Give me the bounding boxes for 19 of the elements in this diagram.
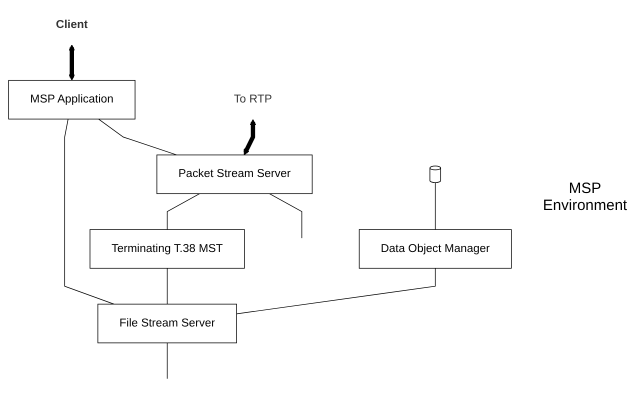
node-text: Client [56,18,88,31]
connector [166,342,168,380]
arrow [243,119,256,156]
node-box: Terminating T.38 MST [90,229,245,269]
connector [98,118,178,156]
connector [269,193,302,238]
environment-label: MSP Environment [542,180,628,214]
connector [434,182,436,230]
connector [166,193,200,230]
node-cylinder [430,166,442,183]
connector [166,268,168,304]
node-box: File Stream Server [98,304,237,344]
connector [64,118,114,304]
arrow [68,44,75,81]
connector [236,268,436,314]
node-box: Data Object Manager [358,229,512,269]
node-box: Packet Stream Server [156,154,313,194]
node-box: MSP Application [8,80,136,120]
node-text: To RTP [234,93,272,106]
